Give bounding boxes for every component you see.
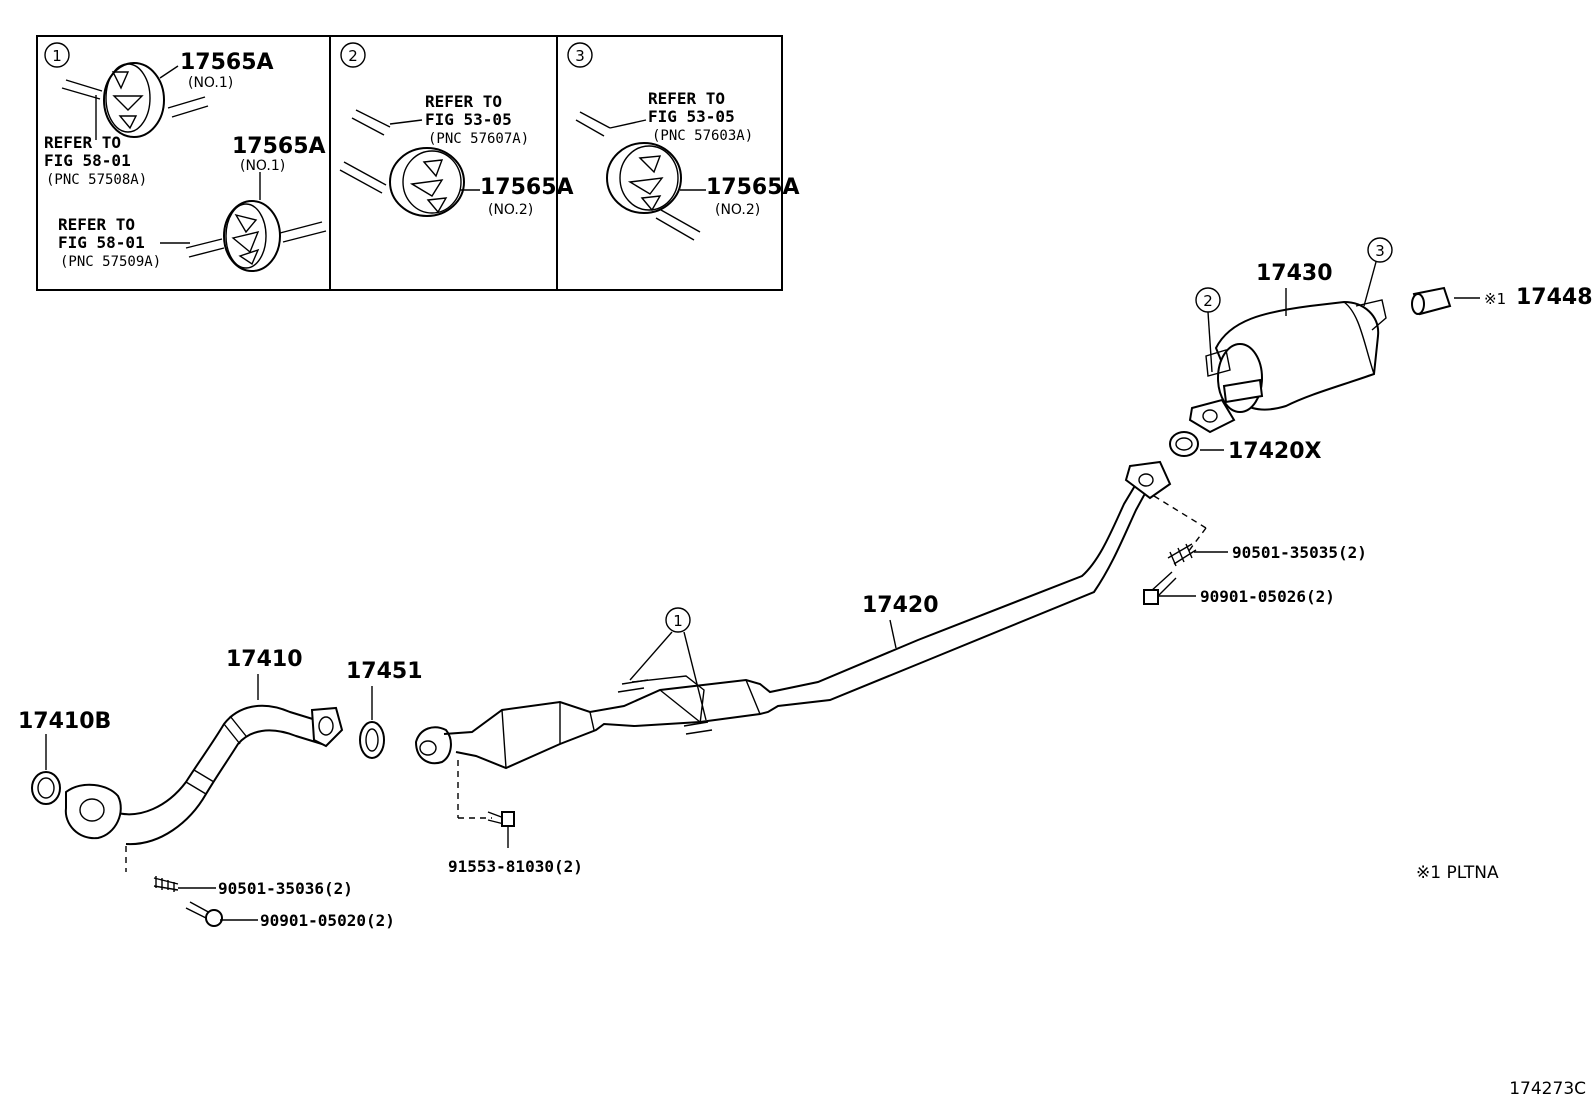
bolt-90501-35036 bbox=[153, 876, 179, 892]
inset-3-number: 3 bbox=[575, 47, 585, 65]
part-90901-05020: 90901-05020(2) bbox=[260, 911, 395, 930]
inset-3-ref-l2: FIG 53-05 bbox=[648, 107, 735, 126]
inset-1-part-b: 17565A bbox=[232, 134, 326, 159]
bolt-91553-81030 bbox=[487, 811, 515, 827]
part-17451: 17451 bbox=[346, 659, 423, 684]
inset-1-ref-a-l2: FIG 58-01 bbox=[44, 151, 131, 170]
inset-frame bbox=[36, 35, 783, 291]
hanger-17565A-no1-lower bbox=[185, 200, 327, 272]
inset-1-ref-a-l1: REFER TO bbox=[44, 133, 121, 152]
part-17410B: 17410B bbox=[18, 709, 111, 734]
gasket-17410B bbox=[31, 771, 61, 805]
inset-1-ref-a-l3: (PNC 57508A) bbox=[46, 172, 147, 188]
inset-3-part: 17565A bbox=[706, 175, 800, 200]
part-17420: 17420 bbox=[862, 593, 939, 618]
part-90901-05026: 90901-05026(2) bbox=[1200, 587, 1335, 606]
inset-3-part-sub: (NO.2) bbox=[715, 202, 760, 218]
callout-1-number: 1 bbox=[673, 612, 683, 630]
inset-2-ref-l2: FIG 53-05 bbox=[425, 110, 512, 129]
inset-1-badge bbox=[44, 42, 70, 68]
muffler-17430 bbox=[1188, 299, 1387, 434]
inset-2-number: 2 bbox=[348, 47, 358, 65]
inset-3-ref-l1: REFER TO bbox=[648, 89, 725, 108]
bolt-90901-05026 bbox=[1143, 571, 1177, 605]
part-17420X: 17420X bbox=[1228, 439, 1322, 464]
part-91553-81030: 91553-81030(2) bbox=[448, 857, 583, 876]
inset-2-ref-l3: (PNC 57607A) bbox=[428, 131, 529, 147]
tail-tip-17448 bbox=[1411, 286, 1452, 316]
bolt-90901-05020 bbox=[185, 901, 223, 927]
inset-1-number: 1 bbox=[52, 47, 62, 65]
hanger-17565A-no2-left bbox=[389, 147, 465, 217]
gasket-17420X bbox=[1169, 431, 1199, 457]
inset-1-ref-b-l2: FIG 58-01 bbox=[58, 233, 145, 252]
part-17410: 17410 bbox=[226, 647, 303, 672]
inset-2-ref-l1: REFER TO bbox=[425, 92, 502, 111]
hanger-17565A-no1-upper bbox=[61, 62, 209, 138]
inset-1-part-a: 17565A bbox=[180, 50, 274, 75]
inset-2-part: 17565A bbox=[480, 175, 574, 200]
inset-3-badge bbox=[567, 42, 593, 68]
inset-3-ref-l3: (PNC 57603A) bbox=[652, 128, 753, 144]
callout-1-badge bbox=[665, 607, 691, 633]
hanger-17565A-no2-right bbox=[606, 142, 682, 214]
part-90501-35036: 90501-35036(2) bbox=[218, 879, 353, 898]
footnote: ※1 PLTNA bbox=[1416, 863, 1499, 883]
inset-3: 3 REFER TO FIG 53-05 (PNC 57603A) 17565A… bbox=[567, 42, 800, 241]
inset-1-part-b-sub: (NO.1) bbox=[240, 158, 285, 174]
inset-1: 1 17565A (NO.1) REFER TO FIG 58-01 (PNC … bbox=[44, 42, 327, 272]
callout-2-number: 2 bbox=[1203, 292, 1213, 310]
part-17430: 17430 bbox=[1256, 261, 1333, 286]
inset-1-ref-b-l3: (PNC 57509A) bbox=[60, 254, 161, 270]
part-17448-mark: ※1 bbox=[1484, 290, 1506, 308]
converter-pipe-17420 bbox=[414, 460, 1172, 770]
front-pipe-17410 bbox=[64, 704, 344, 846]
inset-2-badge bbox=[340, 42, 366, 68]
callout-3-number: 3 bbox=[1375, 242, 1385, 260]
gasket-17451 bbox=[359, 721, 385, 759]
part-17448: 17448 bbox=[1516, 285, 1592, 310]
callout-3-badge bbox=[1367, 237, 1393, 263]
inset-1-part-a-sub: (NO.1) bbox=[188, 75, 233, 91]
inset-1-ref-b-l1: REFER TO bbox=[58, 215, 135, 234]
bolt-90501-35035 bbox=[1167, 543, 1197, 567]
inset-2-part-sub: (NO.2) bbox=[488, 202, 533, 218]
inset-2: 2 REFER TO FIG 53-05 (PNC 57607A) 17565A… bbox=[339, 42, 574, 218]
figure-code: 174273C bbox=[1509, 1079, 1586, 1099]
part-90501-35035: 90501-35035(2) bbox=[1232, 543, 1367, 562]
